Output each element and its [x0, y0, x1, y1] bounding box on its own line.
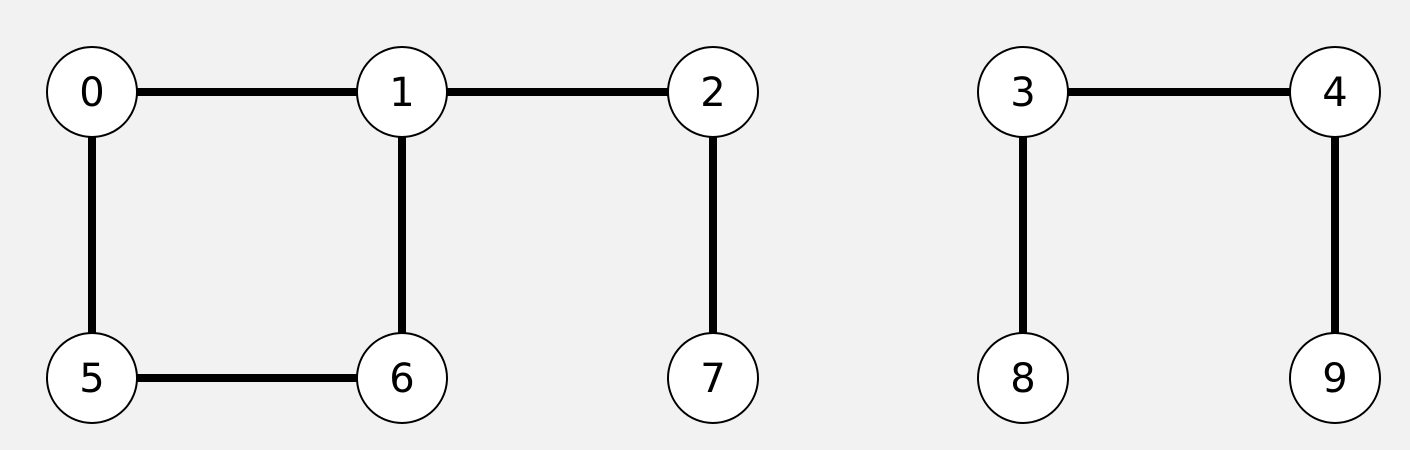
- node-8: 8: [977, 332, 1069, 424]
- node-1: 1: [356, 46, 448, 138]
- node-circle: [1289, 332, 1381, 424]
- edges-layer: [88, 88, 1339, 382]
- node-circle: [977, 332, 1069, 424]
- node-label: 3: [1010, 70, 1035, 116]
- nodes-layer: 0 1 2 3 4 5 6 7 8 9: [46, 46, 1381, 424]
- node-circle: [667, 332, 759, 424]
- node-label: 1: [389, 70, 414, 116]
- node-label: 6: [389, 356, 414, 402]
- node-label: 2: [700, 70, 725, 116]
- node-circle: [667, 46, 759, 138]
- node-4: 4: [1289, 46, 1381, 138]
- node-label: 5: [79, 356, 104, 402]
- node-7: 7: [667, 332, 759, 424]
- node-label: 7: [700, 356, 725, 402]
- node-label: 0: [79, 70, 104, 116]
- node-0: 0: [46, 46, 138, 138]
- node-circle: [46, 46, 138, 138]
- node-3: 3: [977, 46, 1069, 138]
- node-circle: [46, 332, 138, 424]
- node-circle: [1289, 46, 1381, 138]
- node-label: 8: [1010, 356, 1035, 402]
- node-5: 5: [46, 332, 138, 424]
- node-circle: [356, 332, 448, 424]
- node-circle: [977, 46, 1069, 138]
- node-9: 9: [1289, 332, 1381, 424]
- node-2: 2: [667, 46, 759, 138]
- node-label: 9: [1322, 356, 1347, 402]
- node-circle: [356, 46, 448, 138]
- node-label: 4: [1322, 70, 1347, 116]
- node-6: 6: [356, 332, 448, 424]
